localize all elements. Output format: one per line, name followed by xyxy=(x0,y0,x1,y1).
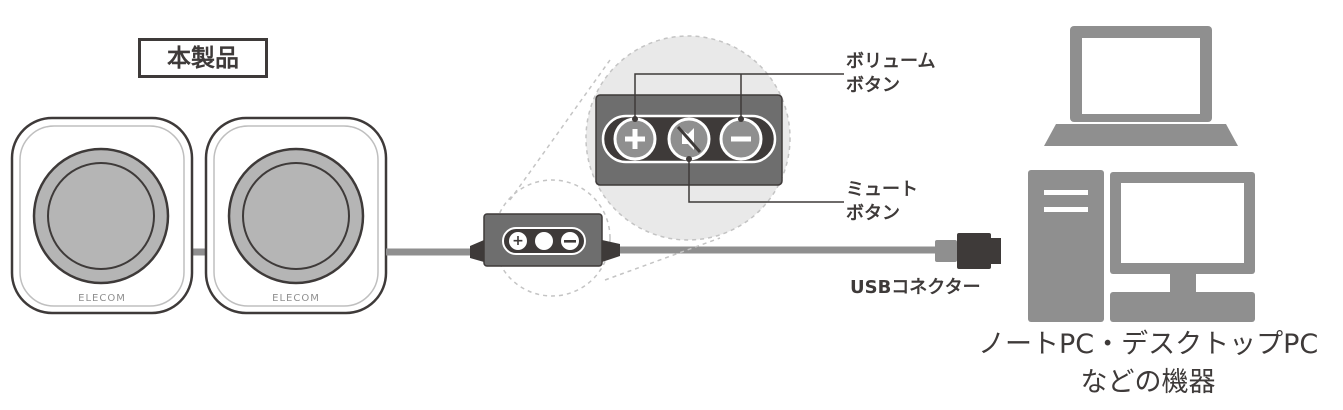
product-label: 本製品 xyxy=(138,38,268,78)
device-caption-line1: ノートPC・デスクトップPC xyxy=(978,329,1319,360)
desktop-tower-icon xyxy=(1028,170,1104,322)
svg-text:+: + xyxy=(512,233,524,249)
device-caption: ノートPC・デスクトップPC などの機器 xyxy=(978,326,1318,402)
volume-callout-lines xyxy=(632,73,844,122)
mute-callout-line1: ミュート xyxy=(846,179,918,200)
laptop-icon xyxy=(1044,26,1238,146)
volume-button-callout: ボリューム ボタン xyxy=(846,50,935,98)
mute-callout-line xyxy=(686,156,844,203)
usb-connector-callout: USBコネクター xyxy=(850,277,981,298)
monitor-icon xyxy=(1110,172,1255,322)
usb-connector xyxy=(935,233,1001,269)
mute-button-callout: ミュート ボタン xyxy=(846,178,918,226)
speaker-left-brand: ELECOM xyxy=(78,293,126,304)
mute-button[interactable] xyxy=(667,117,711,161)
speaker-right-brand: ELECOM xyxy=(272,293,320,304)
speaker-right xyxy=(204,116,388,315)
device-caption-line2: などの機器 xyxy=(1080,367,1216,398)
mute-callout-line2: ボタン xyxy=(846,203,900,224)
inline-controller: + xyxy=(470,213,620,267)
volume-up-button[interactable] xyxy=(613,117,657,161)
volume-down-button[interactable] xyxy=(719,117,763,161)
volume-callout-line1: ボリューム xyxy=(846,51,936,72)
speaker-left xyxy=(10,116,194,315)
volume-callout-line2: ボタン xyxy=(846,75,900,96)
